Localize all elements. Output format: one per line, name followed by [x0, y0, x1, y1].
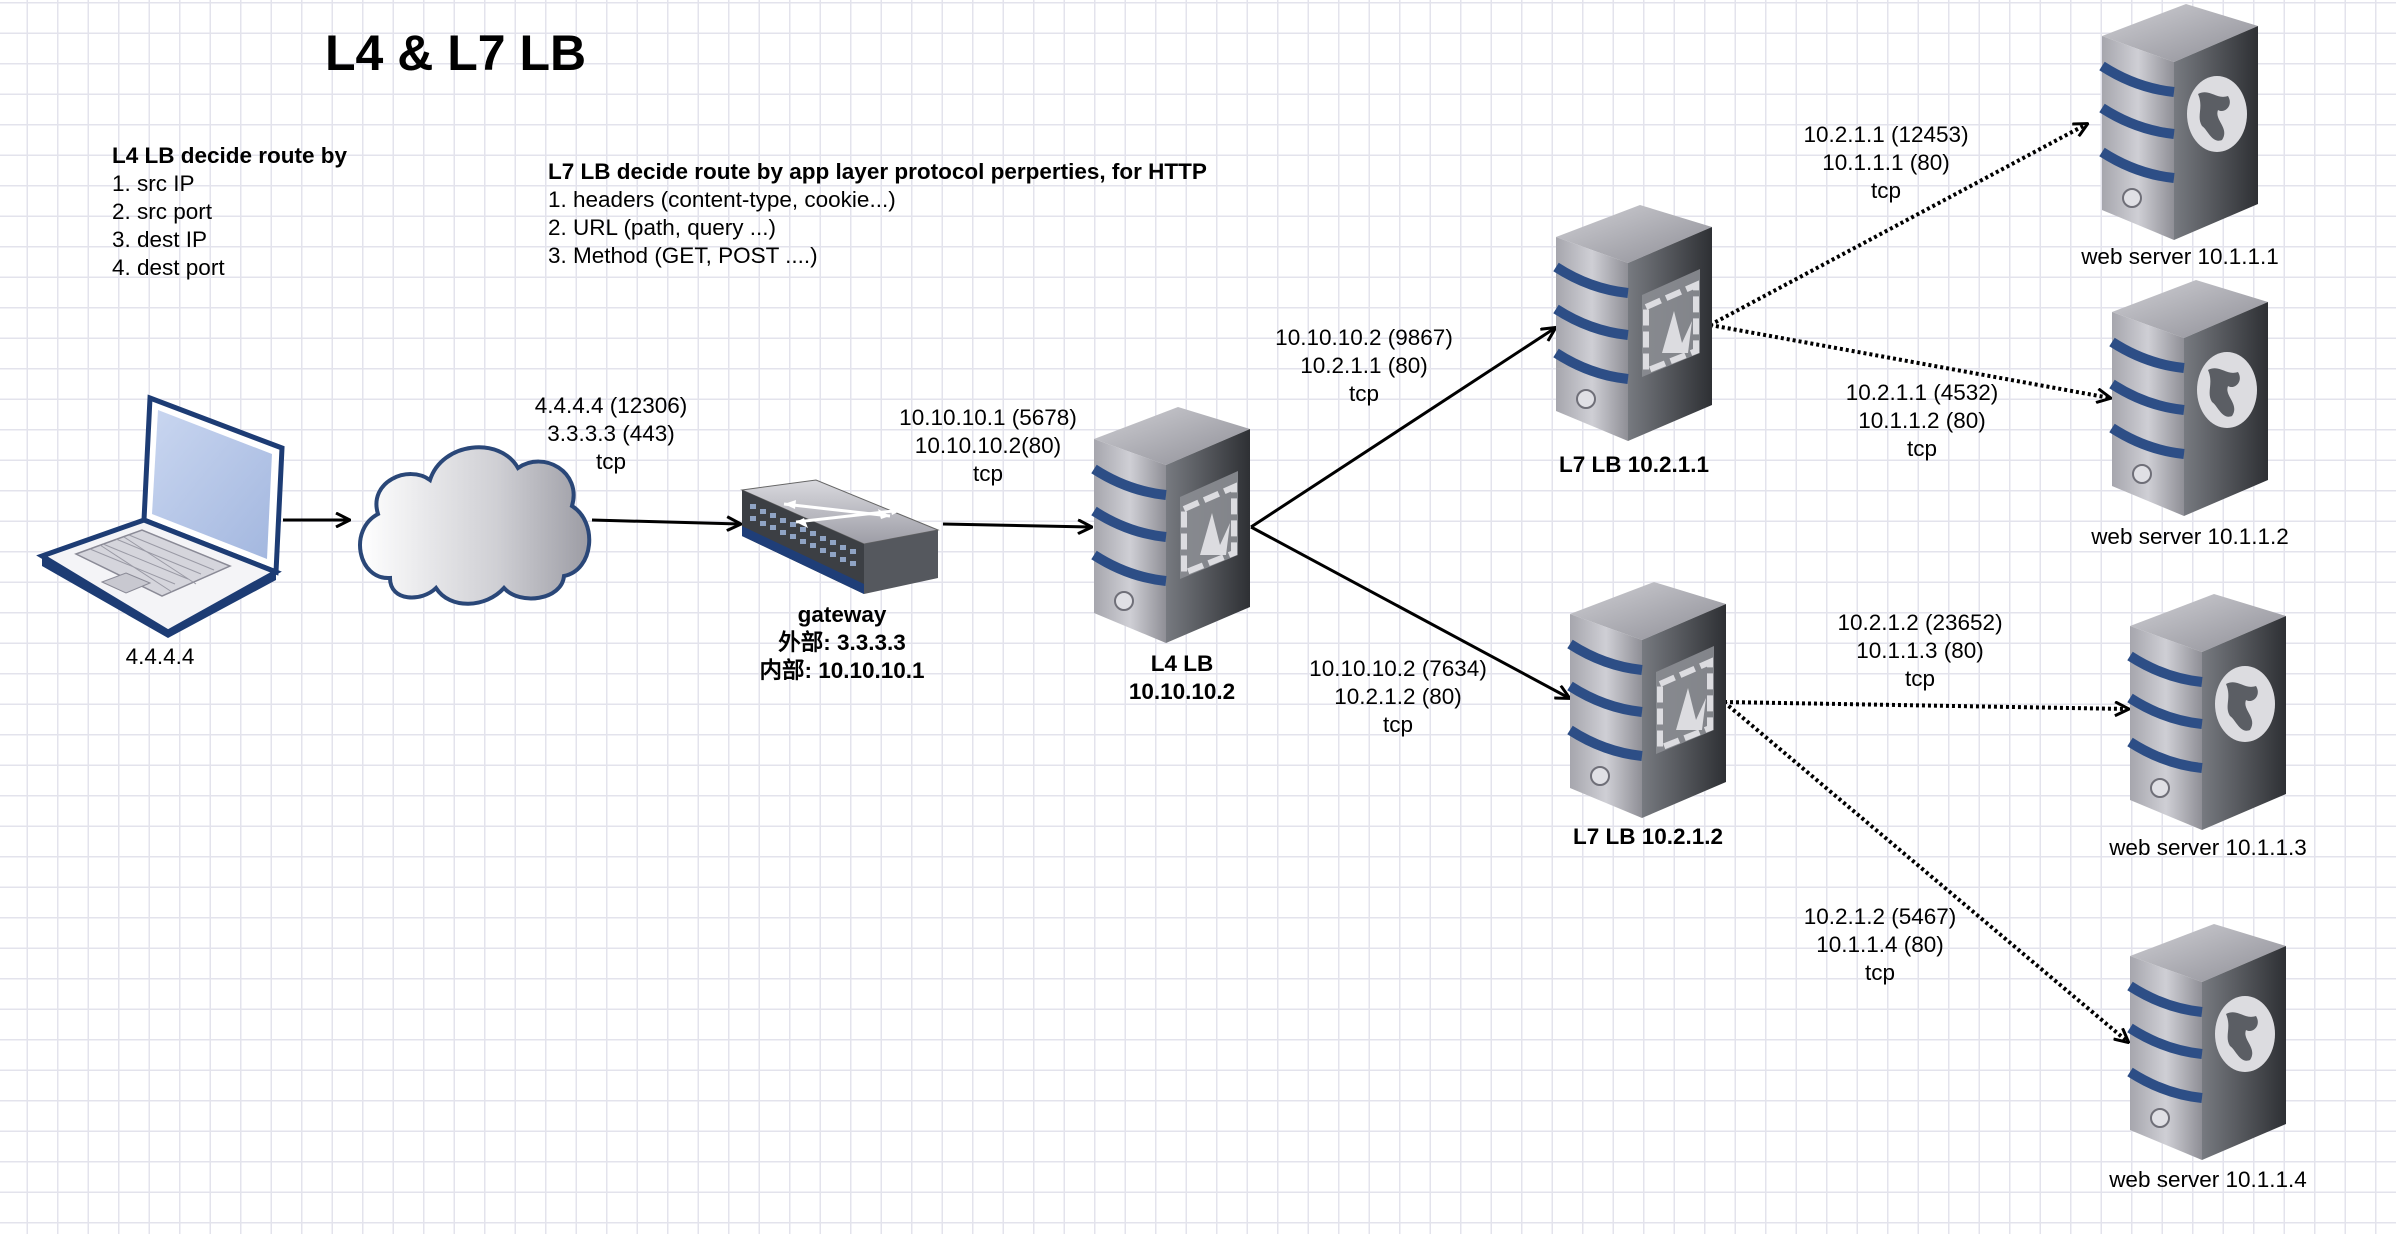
l4-note-item: 1. src IP: [112, 171, 195, 196]
conn-proto: tcp: [1382, 712, 1414, 737]
laptop-icon[interactable]: [36, 394, 290, 638]
edge-l7lb2-ws4: [1722, 700, 2128, 1042]
l7-lb2-server-icon[interactable]: [1567, 580, 1728, 820]
conn-src: 10.10.10.1 (5678): [899, 405, 1077, 430]
conn-src: 10.2.1.2 (23652): [1837, 610, 2003, 635]
conn-dst: 10.1.1.4 (80): [1816, 932, 1944, 957]
cloud-icon[interactable]: [350, 430, 595, 610]
conn-dst: 10.2.1.1 (80): [1300, 353, 1428, 378]
conn-dst: 10.1.1.3 (80): [1856, 638, 1984, 663]
conn-proto: tcp: [1904, 666, 1935, 691]
conn-dst: 10.1.1.1 (80): [1822, 150, 1950, 175]
client-label: 4.4.4.4: [125, 644, 195, 669]
l7-note: L7 LB decide route by app layer protocol…: [548, 158, 1207, 270]
conn-dst: 3.3.3.3 (443): [547, 421, 675, 446]
conn-proto: tcp: [1348, 381, 1380, 406]
l4-note: L4 LB decide route by 1. src IP 2. src p…: [112, 142, 347, 282]
web-server-4-icon[interactable]: [2127, 922, 2288, 1162]
l4-lb-server-icon[interactable]: [1091, 405, 1252, 645]
gateway-name: gateway: [797, 602, 887, 627]
conn-proto: tcp: [1906, 436, 1937, 461]
l7-lb2-label: L7 LB 10.2.1.2: [1572, 824, 1724, 849]
ws4-label: web server 10.1.1.4: [2109, 1167, 2307, 1192]
l4-lb-label: L4 LB 10.10.10.2: [1129, 650, 1235, 706]
l7-lb1-label: L7 LB 10.2.1.1: [1558, 452, 1710, 477]
conn-src: 10.2.1.1 (4532): [1845, 380, 1999, 405]
conn-label-l4-l7a: 10.10.10.2 (9867) 10.2.1.1 (80) tcp: [1275, 324, 1453, 408]
conn-label-l7a-ws1: 10.2.1.1 (12453) 10.1.1.1 (80) tcp: [1803, 121, 1968, 205]
ws3-label: web server 10.1.1.3: [2109, 835, 2307, 860]
web-server-1-icon[interactable]: [2099, 2, 2260, 242]
edge-cloud-gateway: [591, 520, 740, 524]
l4-note-heading: L4 LB decide route by: [112, 143, 348, 168]
conn-proto: tcp: [972, 461, 1004, 486]
ws2-label: web server 10.1.1.2: [2091, 524, 2289, 549]
l7-note-item: 2. URL (path, query ...): [548, 215, 777, 240]
l7-lb1-server-icon[interactable]: [1553, 203, 1714, 443]
conn-label-cloud-gateway: 4.4.4.4 (12306) 3.3.3.3 (443) tcp: [535, 392, 688, 476]
gateway-ext-prefix: 外部:: [778, 630, 837, 655]
l4-lb-ip: 10.10.10.2: [1128, 679, 1236, 704]
edge-l7lb1-ws1: [1709, 124, 2087, 327]
conn-dst: 10.1.1.2 (80): [1858, 408, 1986, 433]
edge-l7lb1-ws2: [1709, 323, 2110, 398]
l4-note-item: 2. src port: [112, 199, 213, 224]
diagram-title: L4 & L7 LB: [325, 25, 587, 81]
conn-src: 4.4.4.4 (12306): [534, 393, 688, 418]
gateway-int-prefix: 内部:: [759, 658, 819, 683]
conn-dst: 10.2.1.2 (80): [1334, 684, 1462, 709]
l7-note-item: 1. headers (content-type, cookie...): [548, 187, 896, 212]
conn-label-l7b-ws4: 10.2.1.2 (5467) 10.1.1.4 (80) tcp: [1804, 903, 1957, 987]
conn-label-l4-l7b: 10.10.10.2 (7634) 10.2.1.2 (80) tcp: [1309, 655, 1487, 739]
conn-label-l7b-ws3: 10.2.1.2 (23652) 10.1.1.3 (80) tcp: [1837, 609, 2002, 693]
l4-lb-name: L4 LB: [1150, 651, 1214, 676]
l7-note-item: 3. Method (GET, POST ....): [548, 243, 818, 268]
switch-icon[interactable]: [740, 478, 945, 596]
conn-dst: 10.10.10.2(80): [914, 433, 1062, 458]
gateway-int-ip: 10.10.10.1: [818, 658, 925, 683]
l7-note-heading: L7 LB decide route by app layer protocol…: [548, 159, 1207, 184]
conn-src: 10.2.1.1 (12453): [1803, 122, 1969, 147]
edge-l4lb-l7lb2: [1250, 525, 1569, 698]
conn-label-gateway-l4: 10.10.10.1 (5678) 10.10.10.2(80) tcp: [899, 404, 1077, 488]
gateway-ext-ip: 3.3.3.3: [836, 630, 906, 655]
conn-proto: tcp: [1864, 960, 1895, 985]
edge-gateway-l4lb: [942, 524, 1091, 527]
gateway-label: gateway 外部: 3.3.3.3 内部: 10.10.10.1: [759, 601, 924, 685]
l4-note-item: 3. dest IP: [112, 227, 208, 252]
web-server-3-icon[interactable]: [2127, 592, 2288, 832]
conn-src: 10.10.10.2 (9867): [1275, 325, 1453, 350]
conn-label-l7a-ws2: 10.2.1.1 (4532) 10.1.1.2 (80) tcp: [1846, 379, 1999, 463]
conn-proto: tcp: [1870, 178, 1901, 203]
edge-l4lb-l7lb1: [1250, 328, 1555, 529]
ws1-label: web server 10.1.1.1: [2081, 244, 2279, 269]
edge-l7lb2-ws3: [1723, 700, 2128, 709]
conn-proto: tcp: [595, 449, 626, 474]
l4-note-item: 4. dest port: [112, 255, 225, 280]
conn-src: 10.2.1.2 (5467): [1803, 904, 1957, 929]
conn-src: 10.10.10.2 (7634): [1309, 656, 1487, 681]
web-server-2-icon[interactable]: [2109, 278, 2270, 518]
